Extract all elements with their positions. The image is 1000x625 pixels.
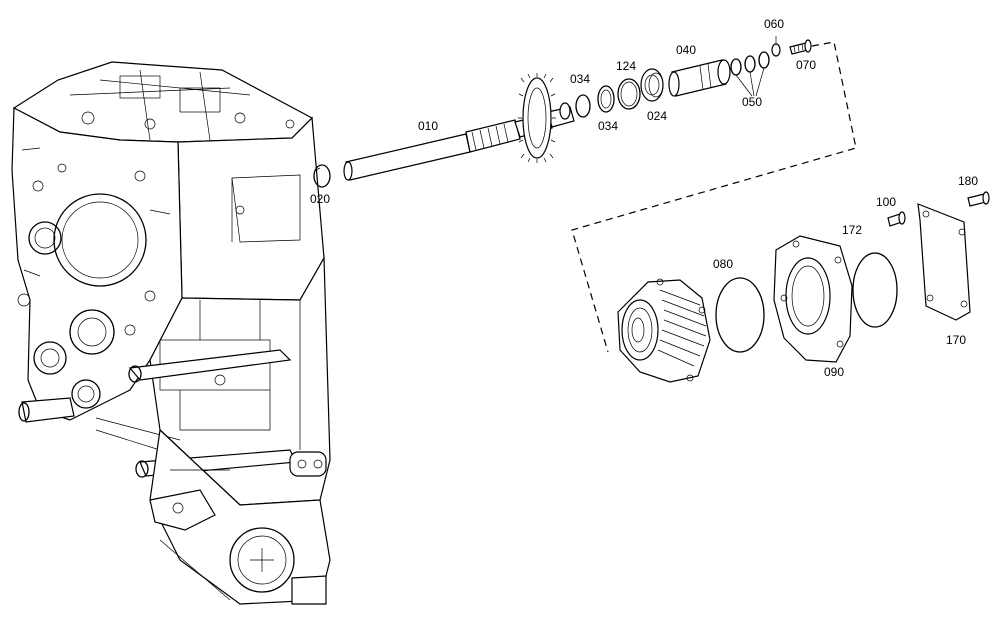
- label-172: 172: [842, 223, 863, 237]
- label-180: 180: [958, 174, 979, 188]
- pump-assembly: [617, 278, 711, 383]
- cover-090: [773, 235, 853, 363]
- assembly-dashed-line: [571, 41, 857, 353]
- sleeve-040: [668, 59, 731, 97]
- seal-ring-172: [852, 252, 898, 328]
- screw-100: [887, 211, 906, 227]
- gear-disc: [518, 73, 556, 163]
- label-060: 060: [764, 17, 785, 31]
- label-170: 170: [946, 333, 967, 347]
- label-020: 020: [310, 192, 331, 206]
- screw-070: [789, 39, 812, 55]
- label-070: 070: [796, 58, 817, 72]
- label-090: 090: [824, 365, 845, 379]
- screw-180: [967, 191, 990, 207]
- small-ring-020: [313, 164, 331, 188]
- cover-plate-170: [917, 203, 971, 321]
- ring-124: [617, 78, 641, 110]
- label-010: 010: [418, 119, 439, 133]
- nut-060: [771, 36, 781, 57]
- label-034-top: 034: [570, 72, 591, 86]
- label-040: 040: [676, 43, 697, 57]
- label-124: 124: [616, 59, 637, 73]
- label-034-bottom: 034: [598, 119, 619, 133]
- transmission-housing: [11, 61, 331, 605]
- label-080: 080: [713, 257, 734, 271]
- bearing-ring-034: [559, 85, 615, 120]
- label-024: 024: [647, 109, 668, 123]
- gasket-080: [715, 277, 765, 353]
- bearing-024: [640, 68, 664, 102]
- o-rings-050: [730, 51, 770, 97]
- label-100: 100: [876, 195, 897, 209]
- label-050: 050: [742, 95, 763, 109]
